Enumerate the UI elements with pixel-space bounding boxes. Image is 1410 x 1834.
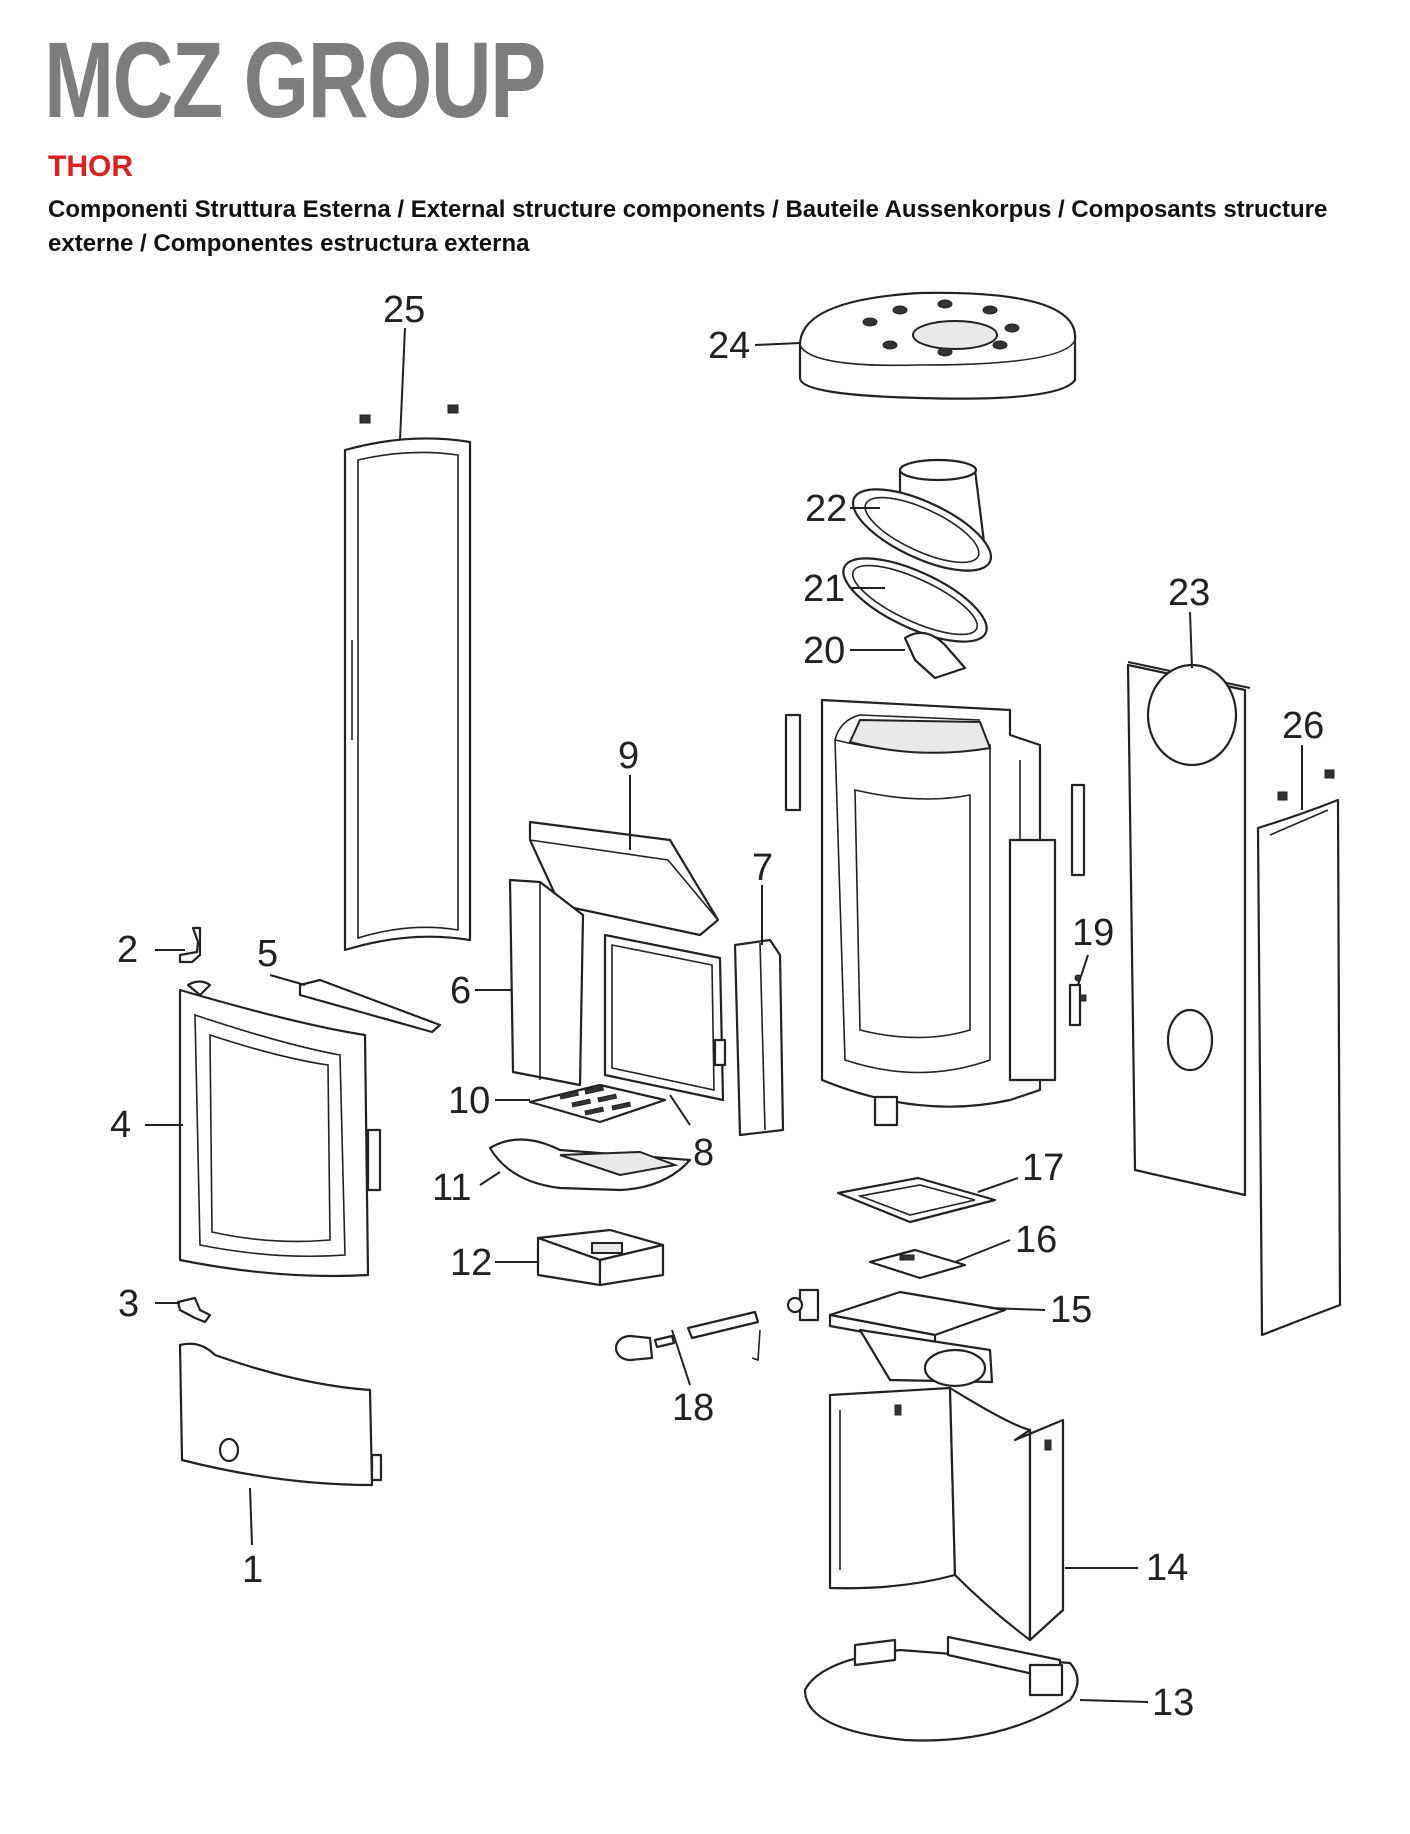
part-10-grate: [528, 1083, 667, 1124]
callout-5: 5: [257, 933, 278, 975]
part-25-side-panel-left: [343, 404, 472, 952]
part-7-side-liner-right: [733, 938, 785, 1137]
callout-labels: 1 2 3 4 5 6 7 8 9 10 11 12 13 14 15 16 1…: [110, 289, 1324, 1724]
part-4-door-frame: [178, 980, 382, 1278]
callout-10: 10: [448, 1080, 490, 1122]
part-26-side-panel-right: [1256, 769, 1342, 1337]
callout-4: 4: [110, 1104, 131, 1146]
part-11-fire-basket-frame: [488, 1138, 692, 1192]
part-22-flue-outlet: [851, 458, 993, 572]
part-24-top-plate: [798, 291, 1077, 400]
callout-1: 1: [242, 1549, 263, 1591]
callout-11: 11: [432, 1167, 471, 1209]
callout-9: 9: [618, 735, 639, 777]
callout-20: 20: [803, 630, 845, 672]
part-6-side-liner: [508, 878, 585, 1087]
part-20-deflector: [903, 631, 967, 680]
part-15-burner-unit: [786, 1288, 1007, 1388]
callout-17: 17: [1022, 1147, 1064, 1189]
callout-12: 12: [450, 1242, 492, 1284]
part-5-deflector-strip: [298, 978, 442, 1034]
part-2-upper-hinge: [178, 926, 202, 964]
part-18-shaft-knob: [614, 1310, 761, 1362]
part-14-lower-frame: [828, 1386, 1065, 1642]
callout-3: 3: [118, 1283, 139, 1325]
callout-21: 21: [803, 568, 845, 610]
part-9-baffle: [528, 820, 720, 937]
part-23-rear-panel: [1126, 661, 1251, 1197]
part-13-floor-plate: [803, 1635, 1079, 1742]
callout-22: 22: [805, 488, 847, 530]
callout-7: 7: [752, 847, 773, 889]
callout-26: 26: [1282, 705, 1324, 747]
callout-14: 14: [1146, 1547, 1188, 1589]
callout-19: 19: [1072, 912, 1114, 954]
callout-25: 25: [383, 289, 425, 331]
stove-body-frame: [784, 698, 1086, 1127]
part-17-base-plate: [836, 1176, 997, 1224]
diagram-subtitle: Componenti Struttura Esterna / External …: [48, 196, 1328, 257]
part-12-ash-drawer: [536, 1228, 665, 1287]
part-21-gasket-ring: [842, 557, 988, 643]
callout-23: 23: [1168, 572, 1210, 614]
callout-13: 13: [1152, 1682, 1194, 1724]
callout-18: 18: [672, 1387, 714, 1429]
callout-8: 8: [693, 1132, 714, 1174]
part-3-lower-hinge: [176, 1296, 212, 1324]
callout-16: 16: [1015, 1219, 1057, 1261]
model-name: THOR: [48, 150, 133, 183]
callout-15: 15: [1050, 1289, 1092, 1331]
callout-6: 6: [450, 970, 471, 1012]
part-1-front-panel: [178, 1342, 383, 1487]
callout-24: 24: [708, 325, 750, 367]
leader-lines: [145, 327, 1303, 1703]
brand-logo: MCZ GROUP: [44, 19, 546, 140]
callout-2: 2: [117, 929, 138, 971]
part-8-back-liner: [603, 933, 727, 1102]
part-16-support-plate: [868, 1248, 967, 1280]
